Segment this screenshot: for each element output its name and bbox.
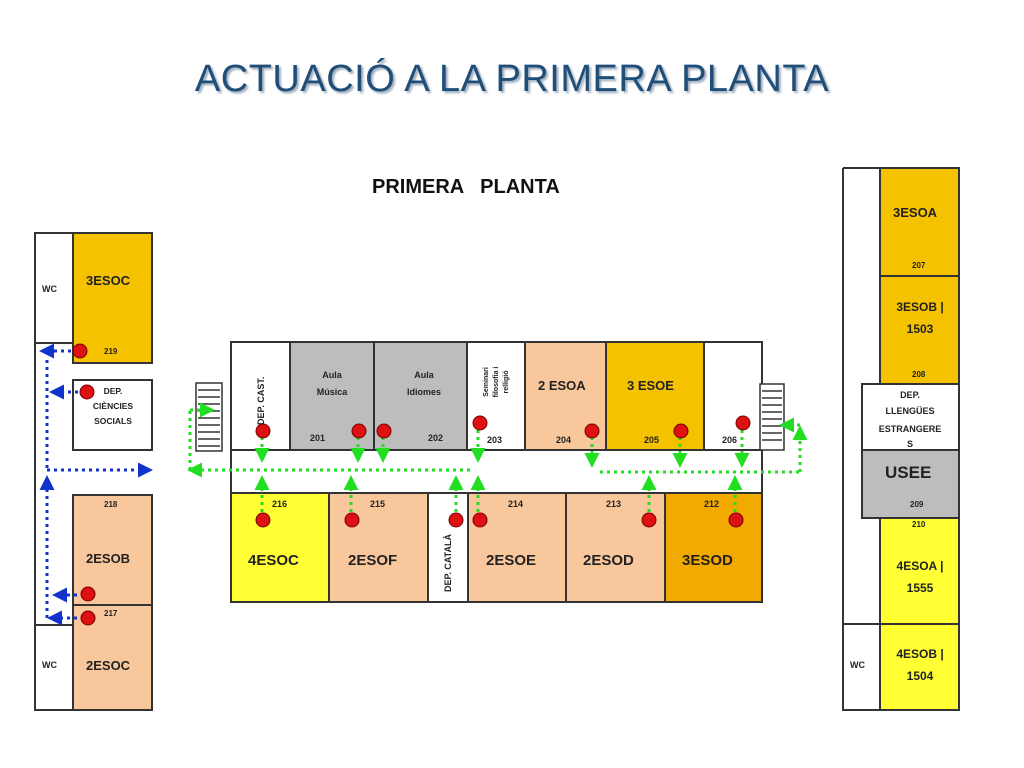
marker [72,343,88,359]
marker [735,415,751,431]
label-205: 205 [644,435,659,445]
plan-title: PRIMERA PLANTA [372,176,560,198]
label-3esoa: 3ESOA [893,205,938,220]
room-3esoa [879,167,960,277]
room-4esoa [879,517,960,625]
stairs-left [195,382,223,452]
room-2esof [328,492,429,603]
marker [79,384,95,400]
label-217: 217 [104,609,118,618]
label-207: 207 [912,261,926,270]
room-206 [703,341,763,451]
label-204: 204 [556,435,571,445]
right-wing [842,167,960,711]
label-4esob: 4ESOB |1504 [896,647,943,683]
label-3esob: 3ESOB |1503 [896,300,943,336]
marker [584,423,600,439]
label-wc: WC [42,284,57,294]
label-208: 208 [912,370,926,379]
label-4esoc: 4ESOC [248,552,299,569]
marker [472,415,488,431]
marker [376,423,392,439]
room-dep-catala [427,492,469,603]
marker [351,423,367,439]
marker [448,512,464,528]
marker [344,512,360,528]
label-2esoc: 2ESOC [86,658,131,673]
label-209: 209 [910,500,924,509]
label-3esoc: 3ESOC [86,273,131,288]
room-4esoc [230,492,330,603]
label-2esoe: 2ESOE [486,552,536,569]
label-202: 202 [428,433,443,443]
marker [80,586,96,602]
label-3esod: 3ESOD [682,552,733,569]
room-2esoe [467,492,567,603]
marker [673,423,689,439]
label-216: 216 [272,499,287,509]
room-wc-left-top [34,232,74,344]
label-2esod: 2ESOD [583,552,634,569]
label-2esoa: 2 ESOA [538,378,586,393]
marker [472,512,488,528]
marker [641,512,657,528]
green-evacuation-path [187,402,808,512]
stairs-right [759,383,785,451]
classroom-markers [72,343,751,626]
slide-title: ACTUACIÓ A LA PRIMERA PLANTA [194,58,830,100]
label-210: 210 [912,520,926,529]
marker [255,512,271,528]
label-201: 201 [310,433,325,443]
label-212: 212 [704,499,719,509]
label-dep-catala: DEP. CATALÀ [443,533,453,592]
room-3esoe [605,341,705,451]
label-214: 214 [508,499,523,509]
room-dep-ciencies [72,379,153,451]
label-wc: WC [850,660,865,670]
label-203: 203 [487,435,502,445]
room-2esob [72,494,153,606]
room-3esoc [72,232,153,364]
label-2esof: 2ESOF [348,552,397,569]
blue-evacuation-path [39,343,153,626]
left-wing [34,232,153,711]
label-usee: USEE [885,463,931,482]
label-219: 219 [104,347,118,356]
room-3esod [664,492,763,603]
marker [728,512,744,528]
label-213: 213 [606,499,621,509]
central-block [230,341,763,603]
room-4esob [879,623,960,711]
label-wc: WC [42,660,57,670]
label-dep-cast: DEP. CAST. [256,377,266,425]
marker [80,610,96,626]
label-215: 215 [370,499,385,509]
label-3esoe: 3 ESOE [627,378,674,393]
label-4esoa: 4ESOA |1555 [897,559,944,595]
marker [255,423,271,439]
label-218: 218 [104,500,118,509]
label-2esob: 2ESOB [86,551,130,566]
label-206: 206 [722,435,737,445]
